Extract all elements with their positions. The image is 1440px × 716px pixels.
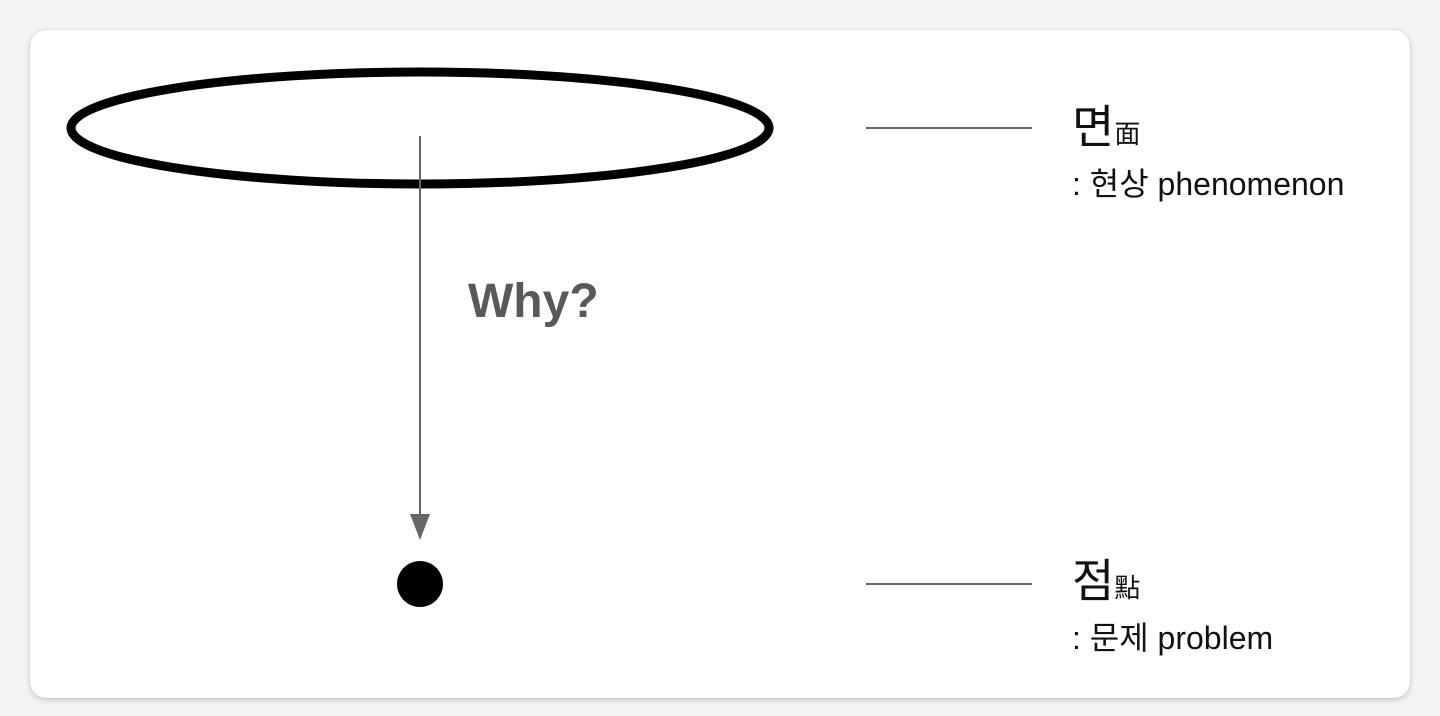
surface-description: : 현상 phenomenon — [1072, 166, 1345, 202]
arrow-head — [410, 514, 430, 540]
point-label: 점點 : 문제 problem — [1072, 558, 1273, 654]
point-hangul: 점 — [1072, 555, 1115, 607]
surface-hanja: 面 — [1114, 119, 1141, 149]
point-hanja: 點 — [1114, 573, 1141, 603]
problem-dot — [397, 561, 443, 607]
surface-hangul: 면 — [1072, 101, 1115, 153]
why-label: Why? — [468, 275, 599, 328]
diagram-card: Why? 면面 : 현상 phenomenon 점點 : 문제 problem — [30, 30, 1410, 698]
diagram-canvas — [66, 67, 1032, 607]
point-description: : 문제 problem — [1072, 620, 1274, 656]
surface-label: 면面 : 현상 phenomenon — [1072, 104, 1344, 200]
